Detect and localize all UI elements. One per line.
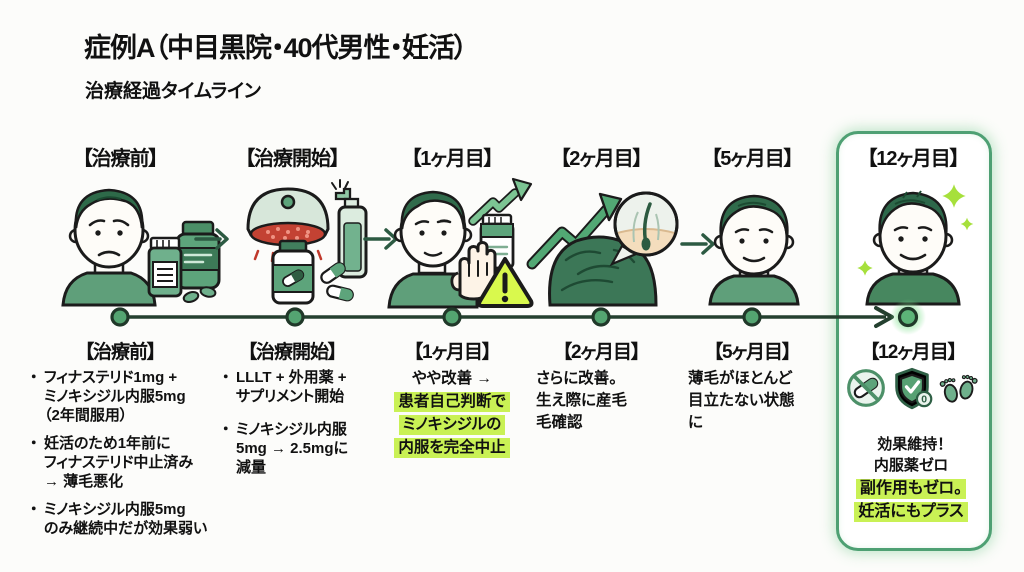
stage-label-month12: 【12ヶ月目】 — [867, 148, 960, 170]
highlighted-text: ミノキシジルの — [398, 415, 506, 435]
stage-label-month5-bottom: 【5ヶ月目】 — [713, 342, 791, 363]
growth-zigzag-arrow-icon — [526, 192, 623, 270]
sparkle-icon — [857, 184, 974, 276]
pill-bottle-large-icon — [175, 220, 221, 290]
page-title: 症例A（中目黒院・40代男性・妊活） — [84, 33, 468, 63]
warning-triangle-icon — [477, 257, 534, 308]
highlighted-text: 副作用もゼロ。 — [855, 479, 967, 499]
month12-icons: 0 — [842, 366, 982, 410]
stage-label-pre-treatment: 【治療前】 — [82, 148, 159, 170]
arrow-right-icon — [194, 228, 229, 250]
stage-label-treatment-start-bottom: 【治療開始】 — [247, 342, 337, 363]
timeline-dot-final — [897, 306, 919, 328]
stage-label-month2-bottom: 【2ヶ月目】 — [562, 342, 640, 363]
no-pill-icon — [847, 369, 885, 407]
hair — [74, 188, 144, 229]
illustration-month2 — [526, 191, 679, 307]
note-bullet: ・ ミノキシジル内服5mg のみ継続中だが効果弱い — [30, 501, 208, 537]
notes-month1: やや改善 → 患者自己判断で ミノキシジルの 内服を完全中止 — [377, 368, 527, 458]
illustration-before-treatment — [61, 188, 221, 307]
stage-label-month1-bottom: 【1ヶ月目】 — [413, 342, 491, 363]
notes-month2: さらに改善。 生え際に産毛 毛確認 — [536, 370, 627, 431]
spray-bottle-icon — [331, 179, 368, 279]
stage-label-month5: 【5ヶ月目】 — [711, 148, 793, 170]
hair-follicle-closeup-icon — [609, 191, 679, 267]
page-subtitle: 治療経過タイムライン — [85, 81, 261, 102]
shield-check-zero-icon: 0 — [895, 367, 933, 410]
stage-label-treatment-start: 【治療開始】 — [245, 148, 340, 170]
highlighted-text: 内服を完全中止 — [394, 438, 510, 458]
stage-label-month2: 【2ヶ月目】 — [560, 148, 642, 170]
illustration-month12 — [857, 184, 974, 306]
highlighted-text: 妊活にもプラス — [854, 502, 968, 522]
note-bullet: ・ ミノキシジル内服 5mg → 2.5mgに 減量 — [222, 421, 348, 476]
note-bullet: ・ フィナステリド1mg + ミノキシジル内服5mg （2年間服用） — [30, 369, 186, 424]
baby-feet-icon — [939, 374, 978, 403]
note-bullet: ・ LLLT + 外用薬 + サプリメント開始 — [222, 369, 347, 405]
stop-hand-icon — [450, 241, 497, 301]
illustration-month1 — [387, 177, 534, 309]
illustration-treatment-start — [246, 179, 368, 305]
pills-icon — [182, 286, 217, 303]
svg-text:0: 0 — [921, 395, 927, 406]
stage-label-pre-treatment-bottom: 【治療前】 — [84, 342, 156, 363]
growth-arrow-icon — [468, 177, 533, 226]
notes-treatment-start: ・ LLLT + 外用薬 + サプリメント開始 ・ ミノキシジル内服 5mg →… — [222, 368, 382, 486]
supplement-bottle-icon — [271, 239, 315, 305]
frown-mouth — [97, 250, 121, 257]
timeline-dot — [110, 307, 762, 327]
pill-bottle-small-icon — [147, 236, 183, 298]
notes-pre-treatment: ・ フィナステリド1mg + ミノキシジル内服5mg （2年間服用） ・ 妊活の… — [30, 368, 222, 547]
timeline-axis — [110, 299, 926, 335]
note-bullet: ・ 妊活のため1年前に フィナステリド中止済み → 薄毛悪化 — [30, 435, 194, 490]
stage-label-month1: 【1ヶ月目】 — [411, 148, 493, 170]
illustration-month5 — [708, 194, 800, 306]
capsules-icon — [320, 262, 354, 302]
stage-label-month12-bottom: 【12ヶ月目】 — [869, 342, 958, 363]
notes-month12: 効果維持！ 内服薬ゼロ 副作用もゼロ。 妊活にもプラス — [834, 434, 988, 522]
notes-month5: 薄毛がほとんど 目立たない状態 に — [688, 370, 795, 431]
zero-badge — [915, 390, 933, 408]
worried-eyebrow — [88, 219, 106, 227]
highlighted-text: 患者自己判断で — [394, 392, 510, 412]
arrow-right-icon — [680, 233, 715, 255]
